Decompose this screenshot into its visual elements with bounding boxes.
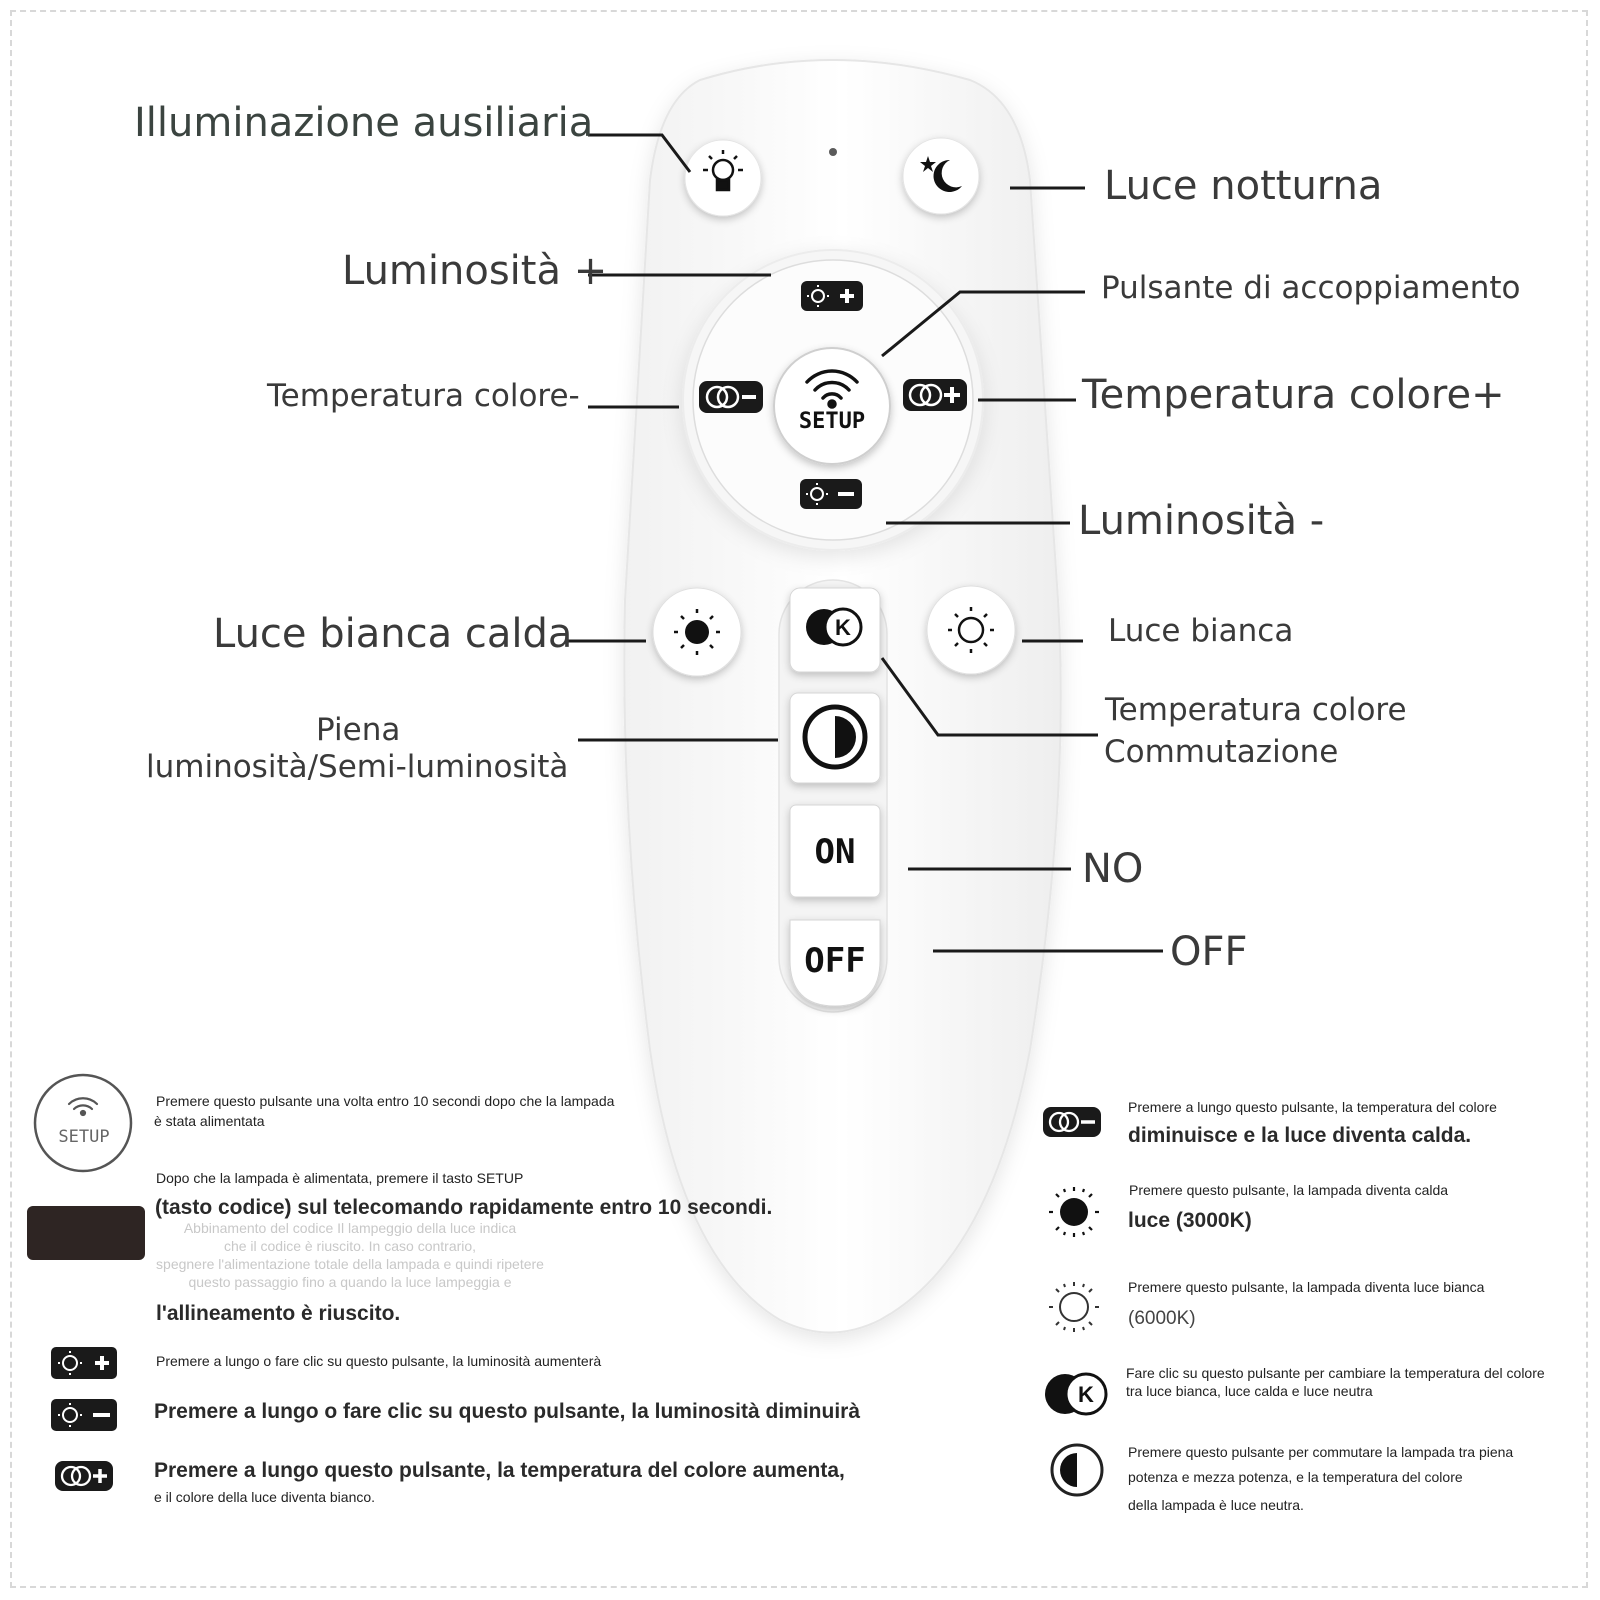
lightbulb-icon	[703, 150, 743, 192]
label-night-light: Luce notturna	[1104, 163, 1383, 209]
setup-label: SETUP	[799, 409, 865, 434]
legend-white-text-2: (6000K)	[1128, 1308, 1196, 1329]
on-button[interactable]: ON	[789, 804, 881, 898]
sun-minus-icon	[806, 483, 854, 505]
label-temp-plus: Temperatura colore+	[1082, 372, 1505, 418]
legend-tplus-text-1: Premere a lungo questo pulsante, la temp…	[154, 1459, 845, 1482]
legend-code-text-2: (tasto codice) sul telecomando rapidamen…	[155, 1196, 773, 1219]
legend-tplus-text-2: e il colore della luce diventa bianco.	[154, 1489, 376, 1505]
label-brightness-minus: Luminosità -	[1078, 498, 1325, 544]
leader-lines	[567, 133, 1163, 953]
legend-bplus-icon	[51, 1347, 117, 1379]
legend-white-text-1: Premere questo pulsante, la lampada dive…	[1128, 1279, 1485, 1295]
legend-faint-4: questo passaggio fino a quando la luce l…	[188, 1274, 512, 1290]
legend-faint-1: Abbinamento del codice Il lampeggio dell…	[183, 1220, 517, 1236]
off-label: OFF	[804, 941, 865, 981]
legend-faint-2: che il codice è riuscito. In caso contra…	[223, 1238, 477, 1254]
night-light-button[interactable]	[902, 137, 980, 215]
legend-faint-3: spegnere l'alimentazione totale della la…	[156, 1256, 544, 1272]
label-temp-minus: Temperatura colore-	[267, 378, 580, 414]
legend-tminus-text-2: diminuisce e la luce diventa calda.	[1128, 1124, 1472, 1147]
on-label: ON	[815, 832, 856, 872]
legend-half-text-3: della lampada è luce neutra.	[1128, 1497, 1304, 1513]
aux-light-button[interactable]	[684, 139, 762, 217]
legend-k-text-2: tra luce bianca, luce calda e luce neutr…	[1126, 1383, 1373, 1399]
full-half-button[interactable]	[789, 692, 881, 784]
legend-bplus-text: Premere a lungo o fare clic su questo pu…	[156, 1353, 602, 1369]
star-icon	[920, 156, 936, 172]
temp-plus-button[interactable]	[903, 379, 967, 411]
label-pairing: Pulsante di accoppiamento	[1101, 270, 1521, 306]
moon-icon	[933, 159, 962, 192]
dashed-frame	[10, 10, 1588, 1588]
legend-white-icon	[1049, 1282, 1099, 1332]
legend-k-text-1: Fare clic su questo pulsante per cambiar…	[1126, 1365, 1545, 1381]
legend-setup-icon: SETUP	[33, 1073, 133, 1173]
legend-bminus-icon	[51, 1399, 117, 1431]
legend-tminus-text-1: Premere a lungo questo pulsante, la temp…	[1128, 1099, 1497, 1115]
off-button[interactable]: OFF	[789, 919, 881, 1007]
legend-bminus-text: Premere a lungo o fare clic su questo pu…	[154, 1400, 861, 1423]
warm-light-button[interactable]	[652, 587, 742, 677]
label-temp-switch-2: Commutazione	[1104, 734, 1339, 770]
label-brightness-plus: Luminosità +	[342, 248, 608, 294]
svg-text:K: K	[1078, 1382, 1094, 1407]
center-column	[778, 579, 888, 1013]
sun-filled-icon	[674, 609, 720, 655]
label-temp-switch-1: Temperatura colore	[1105, 692, 1407, 728]
label-on: NO	[1082, 846, 1144, 892]
half-circle-icon	[802, 704, 868, 770]
label-aux-light: Illuminazione ausiliaria	[134, 100, 594, 146]
sun-outline-icon	[948, 607, 994, 653]
legend-setup-text-1: Premere questo pulsante una volta entro …	[156, 1093, 615, 1109]
brightness-minus-button[interactable]	[800, 479, 862, 509]
legend-code-text-3: l'allineamento è riuscito.	[156, 1302, 401, 1325]
label-full-2: luminosità/Semi-luminosità	[146, 749, 569, 785]
svg-text:K: K	[835, 615, 851, 640]
setup-button[interactable]: SETUP	[773, 347, 891, 465]
ir-sensor	[829, 148, 837, 156]
brightness-plus-button[interactable]	[801, 281, 863, 311]
legend-warm-text-2: luce (3000K)	[1128, 1209, 1252, 1232]
legend-k-icon: K	[1045, 1372, 1108, 1416]
legend-setup-text-2: è stata alimentata	[154, 1113, 265, 1129]
label-full-1: Piena	[316, 712, 401, 748]
svg-text:SETUP: SETUP	[58, 1127, 109, 1147]
k-minus-icon	[705, 385, 756, 409]
dark-code-box	[27, 1206, 145, 1260]
legend-half-text-2: potenza e mezza potenza, e la temperatur…	[1128, 1469, 1463, 1485]
white-light-button[interactable]	[926, 585, 1016, 675]
k-plus-icon	[908, 383, 960, 407]
legend-half-text-1: Premere questo pulsante per commutare la…	[1128, 1444, 1514, 1460]
wifi-icon	[805, 369, 859, 409]
label-off: OFF	[1170, 929, 1248, 975]
label-warm-light: Luce bianca calda	[213, 611, 573, 657]
legend-tplus-icon	[55, 1461, 113, 1491]
temp-minus-button[interactable]	[699, 381, 763, 413]
legend-warm-text-1: Premere questo pulsante, la lampada dive…	[1129, 1182, 1449, 1198]
legend-code-text-1: Dopo che la lampada è alimentata, premer…	[156, 1170, 524, 1186]
k-toggle-icon: K	[806, 607, 863, 647]
legend-half-icon	[1050, 1443, 1104, 1497]
k-switch-button[interactable]: K	[789, 587, 881, 673]
label-white-light: Luce bianca	[1108, 613, 1294, 649]
sun-plus-icon	[807, 285, 854, 307]
legend-warm-icon	[1049, 1187, 1099, 1237]
legend-tminus-icon	[1043, 1107, 1101, 1137]
